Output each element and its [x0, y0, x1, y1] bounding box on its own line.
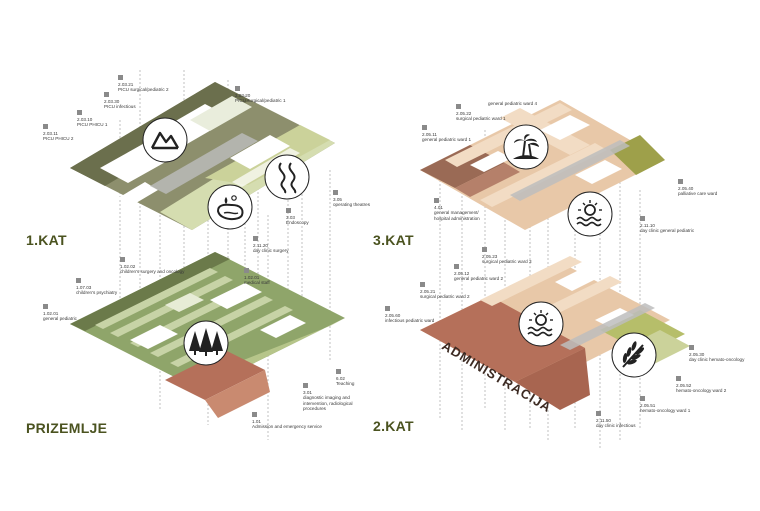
floor-label-ground: PRIZEMLJE: [26, 420, 108, 436]
river-icon: [264, 154, 310, 200]
trees-icon: [183, 320, 229, 366]
lake-icon: [207, 184, 253, 230]
floor-label-second: 2.KAT: [373, 418, 414, 434]
palm-island-icon: [503, 124, 549, 170]
floor-3-plate: [420, 100, 665, 230]
wheat-icon: [611, 332, 657, 378]
sun-waves-icon: [567, 191, 613, 237]
floor-label-first: 1.KAT: [26, 232, 67, 248]
mountains-icon: [142, 117, 188, 163]
sun-waves-icon: [518, 301, 564, 347]
room-label: general pediatric ward 4: [488, 101, 538, 106]
floor-label-third: 3.KAT: [373, 232, 414, 248]
